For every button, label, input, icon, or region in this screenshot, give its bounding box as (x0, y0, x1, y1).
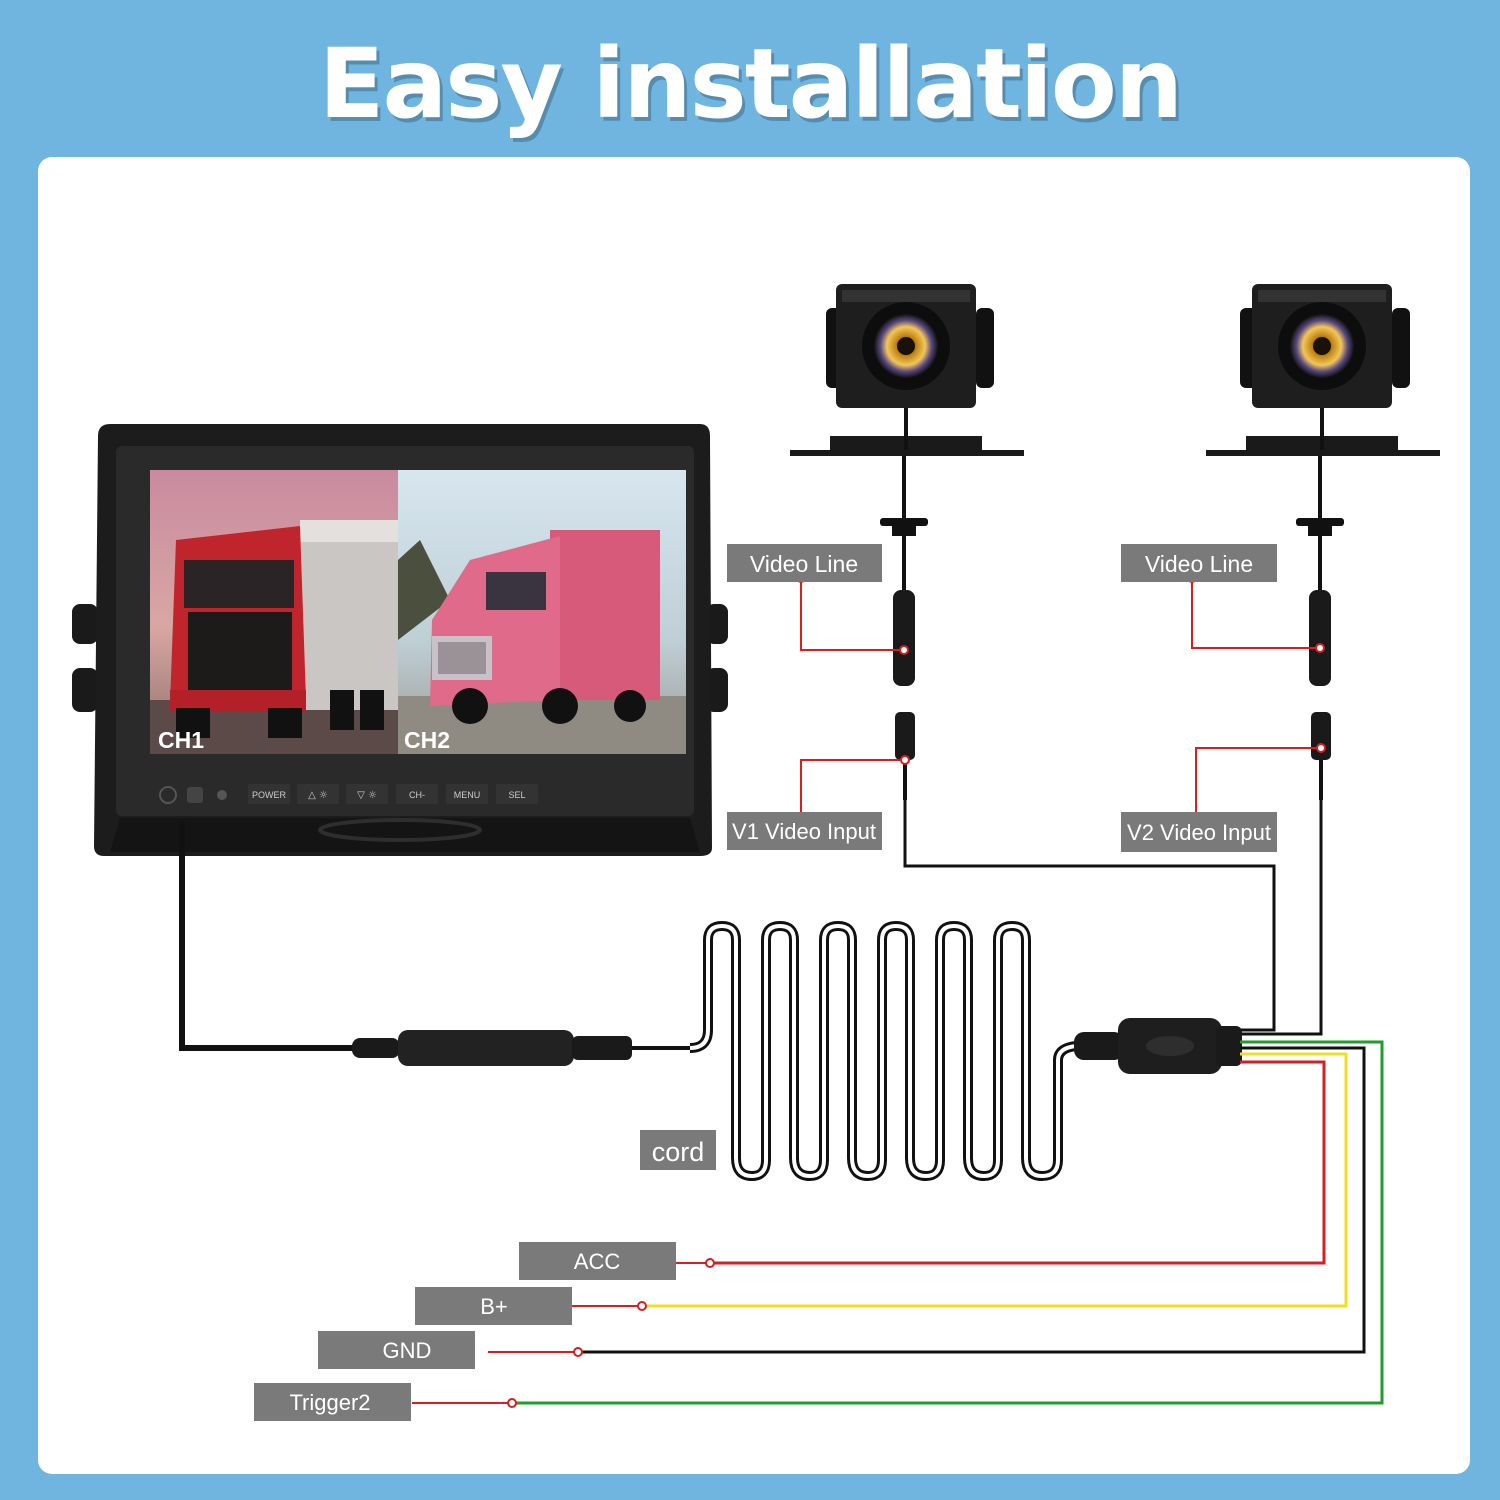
camera-2-cable (1296, 456, 1344, 800)
gnd-wire (578, 1046, 1366, 1354)
label-bplus: B+ (415, 1287, 572, 1325)
label-v2-video-input: V2 Video Input (1121, 812, 1277, 852)
camera-1-male-connector (893, 590, 915, 686)
v1-input-text: V1 Video Input (732, 819, 876, 844)
monitor-cable (179, 822, 360, 1051)
screen-ch1 (150, 470, 398, 754)
power-button-label: POWER (252, 790, 287, 800)
trigger2-text: Trigger2 (289, 1390, 370, 1415)
select-button[interactable] (496, 784, 538, 804)
junction-hub (1074, 1018, 1242, 1074)
power-button[interactable] (248, 784, 290, 804)
bplus-text: B+ (480, 1294, 508, 1319)
knob-left-top (72, 604, 98, 644)
video-line-2-text: Video Line (1145, 551, 1253, 577)
acc-text: ACC (574, 1249, 621, 1274)
bplus-wire (642, 1052, 1348, 1308)
v1-extension-wire (903, 800, 1276, 1032)
callout-lines (412, 578, 1321, 1404)
knob-right-top (706, 604, 728, 644)
light-sensor-icon (187, 787, 203, 803)
monitor-buttons: POWER △ ☼ ▽ ☼ CH- MENU SEL (248, 784, 538, 804)
coiled-cord-highlight (689, 923, 1100, 1179)
coiled-cord (689, 920, 1100, 1182)
page-title: Easy installation (318, 28, 1183, 140)
ir-sensor-icon (159, 786, 177, 804)
v1-female-connector (895, 712, 915, 760)
menu-button-label: MENU (454, 790, 481, 800)
label-video-line-2: Video Line (1121, 544, 1277, 582)
knob-right-bottom (706, 668, 728, 712)
channel-button[interactable] (396, 784, 438, 804)
camera-2-male-connector (1309, 590, 1331, 686)
camera-2 (1206, 284, 1440, 456)
knob-left-bottom (72, 668, 98, 712)
indicator-led-icon (217, 790, 227, 800)
brightness-down-label: ▽ ☼ (357, 790, 377, 801)
ch2-label: CH2 (404, 727, 450, 753)
label-video-line-1: Video Line (727, 544, 882, 582)
bracket-slot (318, 818, 482, 842)
camera-2-grommet (1296, 518, 1344, 526)
acc-wire (710, 1060, 1326, 1265)
label-cord: cord (640, 1130, 716, 1170)
gnd-text: GND (383, 1338, 432, 1363)
label-acc: ACC (519, 1242, 676, 1280)
monitor-bracket (110, 818, 700, 852)
select-button-label: SEL (508, 790, 525, 800)
brightness-up-label: △ ☼ (308, 790, 328, 801)
monitor: CH1 CH2 POWER △ ☼ ▽ ☼ CH- MENU SEL (72, 424, 728, 856)
label-trigger2: Trigger2 (254, 1383, 411, 1421)
camera-1 (790, 284, 1024, 456)
v2-input-text: V2 Video Input (1127, 820, 1271, 845)
trigger2-wire (512, 1040, 1384, 1405)
label-v1-video-input: V1 Video Input (727, 812, 882, 850)
label-gnd: GND (318, 1331, 475, 1369)
ch1-label: CH1 (158, 727, 204, 753)
screen-ch2 (398, 470, 686, 754)
channel-button-label: CH- (409, 790, 425, 800)
camera-1-cable (880, 456, 928, 800)
cord-text: cord (652, 1137, 705, 1167)
menu-button[interactable] (446, 784, 488, 804)
v2-extension-wire (1232, 800, 1323, 1036)
brightness-up-button[interactable] (297, 784, 339, 804)
brightness-down-button[interactable] (346, 784, 388, 804)
camera-1-grommet (880, 518, 928, 526)
video-line-1-text: Video Line (750, 551, 858, 577)
inline-connector (352, 1030, 690, 1066)
